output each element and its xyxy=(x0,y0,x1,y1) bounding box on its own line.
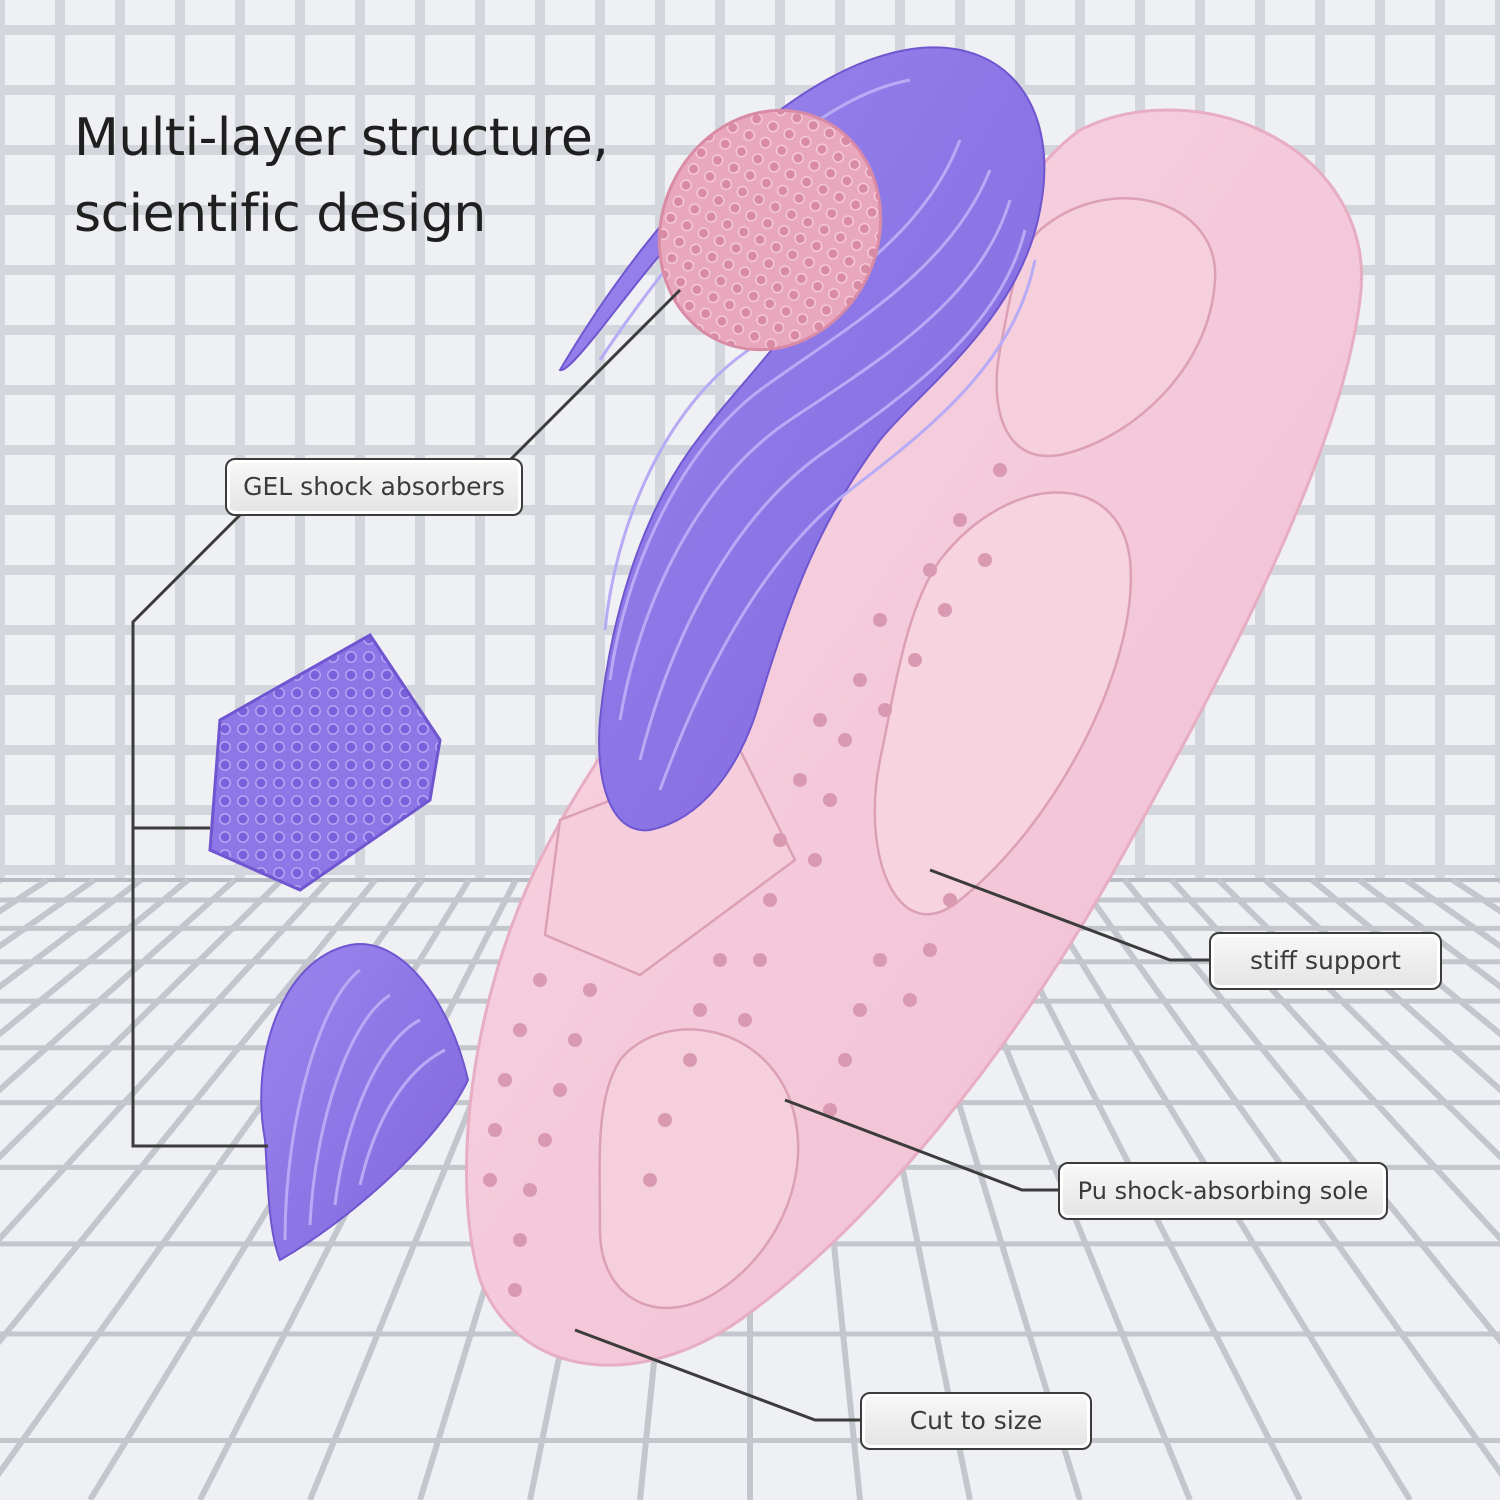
perforation-dot xyxy=(808,853,822,867)
perforation-dot xyxy=(753,953,767,967)
perforation-dot xyxy=(823,1103,837,1117)
perforation-dot xyxy=(713,953,727,967)
perforation-dot xyxy=(488,1123,502,1137)
perforation-dot xyxy=(838,733,852,747)
perforation-dot xyxy=(508,1283,522,1297)
perforation-dot xyxy=(953,513,967,527)
perforation-dot xyxy=(993,463,1007,477)
page-title: Multi-layer structure, scientific design xyxy=(74,100,609,252)
insole-perforations xyxy=(483,463,1007,1297)
perforation-dot xyxy=(853,673,867,687)
perforation-dot xyxy=(793,773,807,787)
perforation-dot xyxy=(763,893,777,907)
title-line-2: scientific design xyxy=(74,184,486,244)
leader-lines xyxy=(131,288,1209,1422)
insole-forefoot-zone xyxy=(598,1028,800,1310)
title-line-1: Multi-layer structure, xyxy=(74,108,609,168)
perforation-dot xyxy=(943,893,957,907)
perforation-dot xyxy=(773,833,787,847)
perforation-dot xyxy=(938,603,952,617)
perforation-dot xyxy=(838,1053,852,1067)
perforation-dot xyxy=(498,1073,512,1087)
perforation-dot xyxy=(978,553,992,567)
perforation-dot xyxy=(923,943,937,957)
perforation-dot xyxy=(513,1233,527,1247)
perforation-dot xyxy=(693,1003,707,1017)
perforation-dot xyxy=(538,1133,552,1147)
perforation-dot xyxy=(643,1173,657,1187)
perforation-dot xyxy=(523,1183,537,1197)
callout-cut-to-size: Cut to size xyxy=(860,1392,1092,1450)
perforation-dot xyxy=(853,1003,867,1017)
perforation-dot xyxy=(568,1033,582,1047)
perforation-dot xyxy=(873,953,887,967)
perforation-dot xyxy=(658,1113,672,1127)
perforation-dot xyxy=(738,1013,752,1027)
callout-pu-sole: Pu shock-absorbing sole xyxy=(1058,1162,1388,1220)
perforation-dot xyxy=(553,1083,567,1097)
perforation-dot xyxy=(823,793,837,807)
perforation-dot xyxy=(903,993,917,1007)
perforation-dot xyxy=(533,973,547,987)
perforation-dot xyxy=(483,1173,497,1187)
arch-gel-pad xyxy=(208,633,442,892)
perforation-dot xyxy=(878,703,892,717)
insole-arch-zone xyxy=(873,491,1133,916)
perforation-dot xyxy=(873,613,887,627)
insole-heel-zone xyxy=(995,197,1217,458)
perforation-dot xyxy=(583,983,597,997)
perforation-dot xyxy=(908,653,922,667)
insole-illustration xyxy=(465,108,1364,1367)
perforation-dot xyxy=(813,713,827,727)
perforation-dot xyxy=(683,1053,697,1067)
perforation-dot xyxy=(923,563,937,577)
forefoot-gel-pad xyxy=(657,108,883,352)
callout-stiff-support: stiff support xyxy=(1209,932,1442,990)
heel-gel-pad xyxy=(260,942,470,1262)
perforation-dot xyxy=(513,1023,527,1037)
callout-gel-shock-absorbers: GEL shock absorbers xyxy=(225,458,523,516)
